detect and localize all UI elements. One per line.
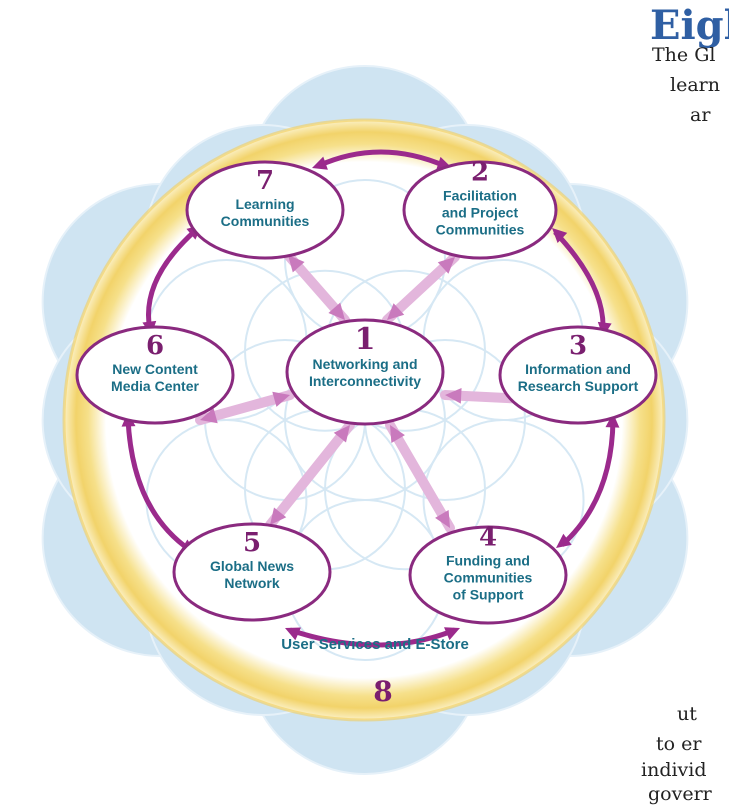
node-ellipse <box>172 522 332 622</box>
spoke-arrow <box>385 420 455 533</box>
body-line: ut <box>677 703 697 725</box>
arrow-head <box>312 156 328 170</box>
node-label: New Content <box>112 361 198 377</box>
node-number: 4 <box>479 523 497 553</box>
node-label: and Project <box>442 205 519 221</box>
node-number: 3 <box>569 331 587 361</box>
node-number: 5 <box>243 528 261 558</box>
arrow-head <box>333 425 350 443</box>
node-ellipse <box>75 325 235 425</box>
body-line: The Gl <box>652 44 716 66</box>
body-line: ar <box>690 104 711 126</box>
node-label: Communities <box>436 222 525 238</box>
arrow-head <box>556 533 572 548</box>
ring-arrow <box>146 228 198 331</box>
node-number: 2 <box>471 158 489 188</box>
node-number: 1 <box>355 322 376 357</box>
node-label: Network <box>224 575 279 591</box>
node-label: Facilitation <box>443 188 517 204</box>
arrow-head <box>444 627 460 641</box>
ring-arrows <box>121 149 620 648</box>
node-ellipse <box>408 525 568 625</box>
node-label: Communities <box>444 570 533 586</box>
node-number: 7 <box>256 166 274 196</box>
arrow-head <box>552 228 568 243</box>
page-heading: Eigl <box>650 2 729 49</box>
node-ellipse <box>498 325 658 425</box>
ring-label: User Services and E-Store <box>281 636 469 653</box>
node-label: Networking and <box>312 356 417 372</box>
node-label: Information and <box>525 361 631 377</box>
node-label: Global News <box>210 558 294 574</box>
node-label: Learning <box>235 196 294 212</box>
arrow-head <box>390 425 405 443</box>
node-label: Funding and <box>446 553 530 569</box>
arrow-head <box>437 257 455 274</box>
arrow-head <box>605 413 620 428</box>
arrow-head <box>445 387 462 404</box>
body-line: learn <box>670 74 720 96</box>
node-label: of Support <box>453 587 524 603</box>
arrow-head <box>435 510 450 528</box>
body-line: individ <box>641 759 707 781</box>
arrow-head <box>387 303 405 320</box>
node-ellipse <box>285 318 445 426</box>
ring-arrow <box>316 149 446 169</box>
node-label: Media Center <box>111 378 199 394</box>
spoke-arrow <box>265 420 355 530</box>
arrow-head <box>328 302 345 320</box>
body-line: goverr <box>648 783 712 805</box>
arrow-head <box>272 391 290 407</box>
body-line: to er <box>656 733 702 755</box>
arrow-head <box>200 408 218 424</box>
arrow-head <box>288 255 305 273</box>
node-label: Communities <box>221 213 310 229</box>
ring-arrow <box>553 230 606 331</box>
node-label: Research Support <box>518 378 639 394</box>
node-ellipse <box>185 160 345 260</box>
spoke-arrows <box>195 250 553 533</box>
node-label: Interconnectivity <box>309 373 421 389</box>
ring-arrow <box>289 627 456 648</box>
arrow-head <box>270 507 287 525</box>
node-number: 6 <box>146 331 164 361</box>
ring-arrow <box>125 417 192 553</box>
ring-number: 8 <box>373 675 392 708</box>
arrow-head <box>285 627 301 641</box>
node-ellipse <box>402 160 558 260</box>
ring-arrow <box>560 419 616 547</box>
